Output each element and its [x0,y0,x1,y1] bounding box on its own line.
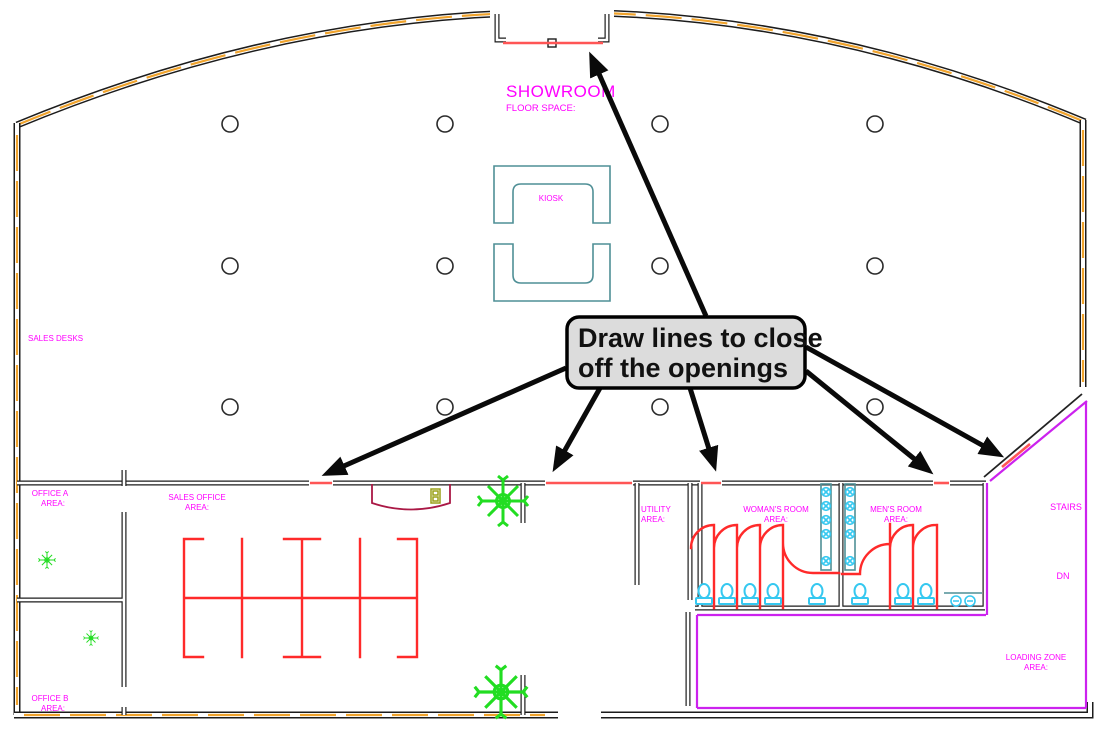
toilet [764,583,782,605]
column [221,398,239,416]
callout: Draw lines to close off the openings [565,315,823,390]
column [436,115,454,133]
label-mens-room-area: AREA: [884,515,908,524]
reception-desk [371,484,451,511]
sink [844,528,856,540]
column [651,398,669,416]
sink [820,486,832,498]
arrow-to-mens-opening [804,369,934,475]
kiosk-counters [493,165,611,302]
toilet [851,583,869,605]
sink [844,486,856,498]
plant [473,664,529,720]
label-womans-room: WOMAN'S ROOM [743,505,809,514]
interior-walls [17,393,1083,715]
callout-text-line1: Draw lines to close [578,323,823,353]
column [866,257,884,275]
arrow-to-entrance [589,51,709,318]
label-sales-office-area: AREA: [185,503,209,512]
closing-lines[interactable] [310,41,1031,485]
label-showroom-title: SHOWROOM [506,82,616,101]
plant [37,550,57,570]
label-loading-zone: LOADING ZONE [1006,653,1066,662]
cubicle-desks [182,537,419,659]
toilet [808,583,826,605]
label-mens-room: MEN'S ROOM [870,505,922,514]
sink [820,500,832,512]
arrow-to-office-opening [321,365,568,476]
column [866,115,884,133]
label-sales-office: SALES OFFICE [168,493,225,502]
column [221,115,239,133]
arrow-to-womans-opening [687,387,719,472]
column [436,398,454,416]
sink [844,500,856,512]
toilets [695,583,935,605]
toilet [894,583,912,605]
sink [844,555,856,567]
stall-partitions [689,522,939,610]
label-stairs: STAIRS [1050,502,1082,512]
urinals [950,595,976,607]
label-office-a-area: AREA: [41,499,65,508]
toilet [917,583,935,605]
arrow-to-corridor-opening [552,386,603,473]
sinks [820,486,856,567]
office-equipment [430,488,441,504]
annotation-arrows [321,51,1005,476]
sink [820,528,832,540]
sink-counters [820,483,982,594]
label-womans-room-area: AREA: [764,515,788,524]
label-office-a: OFFICE A [32,489,69,498]
label-utility-area: AREA: [641,515,665,524]
label-dn: DN [1057,571,1070,581]
label-office-b: OFFICE B [32,694,69,703]
column [651,115,669,133]
sink [844,514,856,526]
sink [820,555,832,567]
toilet [695,583,713,605]
stairs-loading-boundary [695,400,1088,710]
closing-line-diagonal[interactable] [1001,442,1031,469]
outer-walls [13,0,1094,719]
callout-text-line2: off the openings [578,353,788,383]
sink [820,514,832,526]
column [221,257,239,275]
label-kiosk: KIOSK [539,194,564,203]
label-showroom-sub: FLOOR SPACE: [506,103,576,114]
toilet [718,583,736,605]
label-sales-desks: SALES DESKS [28,334,83,343]
label-office-b-area: AREA: [41,704,65,713]
column [436,257,454,275]
columns [221,115,884,416]
label-utility: UTILITY [641,505,671,514]
toilet [741,583,759,605]
column [651,257,669,275]
arrow-to-diagonal-opening [804,344,1005,458]
callout-box [565,315,807,390]
plant [83,630,99,646]
column [866,398,884,416]
label-loading-zone-area: AREA: [1024,663,1048,672]
